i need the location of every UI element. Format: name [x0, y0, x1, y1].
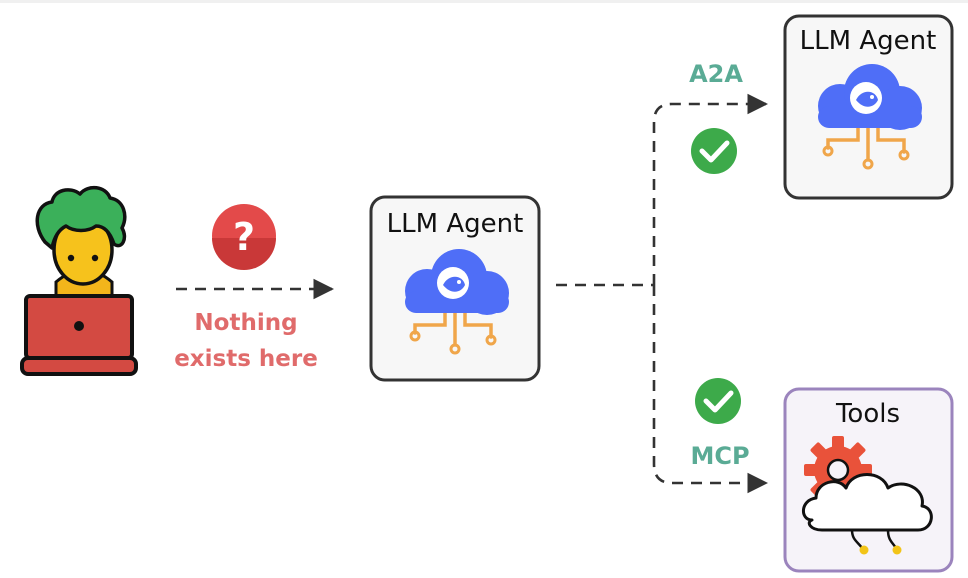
tools-node: Tools [783, 387, 954, 573]
note-line-2: exists here [174, 346, 318, 372]
cloud-ai-icon [818, 64, 922, 170]
center-agent-title: LLM Agent [387, 209, 524, 239]
gear-cloud-icon [802, 436, 933, 555]
top-edge-label: A2A [689, 60, 743, 88]
bottom-edge-label: MCP [690, 442, 749, 470]
note-line-1: Nothing [194, 310, 297, 336]
top-agent-node: LLM Agent [783, 14, 954, 200]
cloud-ai-icon [405, 249, 509, 355]
bottom-check-icon [695, 378, 741, 424]
top-agent-title: LLM Agent [800, 26, 937, 56]
top-branch-arrow [652, 93, 769, 285]
top-rule [0, 0, 968, 3]
question-icon: ? [212, 204, 276, 270]
user-with-laptop-icon [20, 185, 138, 376]
svg-text:?: ? [233, 215, 255, 259]
top-check-icon [691, 128, 737, 174]
center-agent-node: LLM Agent [369, 195, 541, 382]
tools-title: Tools [835, 399, 900, 429]
bottom-branch-arrow [652, 285, 769, 494]
